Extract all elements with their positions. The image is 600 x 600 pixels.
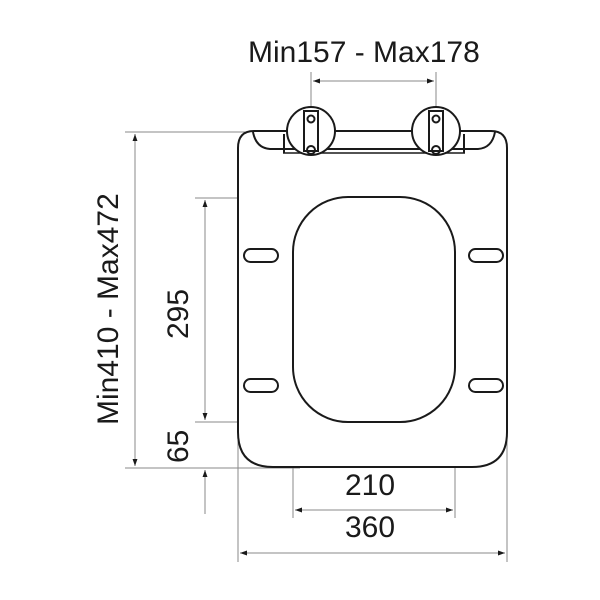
overall-width-label: 360 [345, 511, 396, 544]
bumper-slot [468, 378, 504, 393]
hinge-right [411, 106, 461, 156]
bumper-slot [468, 248, 504, 263]
bumper-slot [243, 248, 279, 263]
hinge-spacing-label: Min157 - Max178 [248, 36, 480, 69]
front-offset-label: 65 [162, 429, 195, 463]
opening-length-label: 295 [162, 288, 195, 339]
dimension-lines [132, 78, 505, 556]
bumper-slot [243, 378, 279, 393]
opening-width-label: 210 [345, 469, 396, 502]
seat-outline [237, 130, 508, 468]
seat-opening [292, 196, 456, 423]
overall-length-label: Min410 - Max472 [92, 193, 125, 425]
hinge-left [286, 106, 336, 156]
